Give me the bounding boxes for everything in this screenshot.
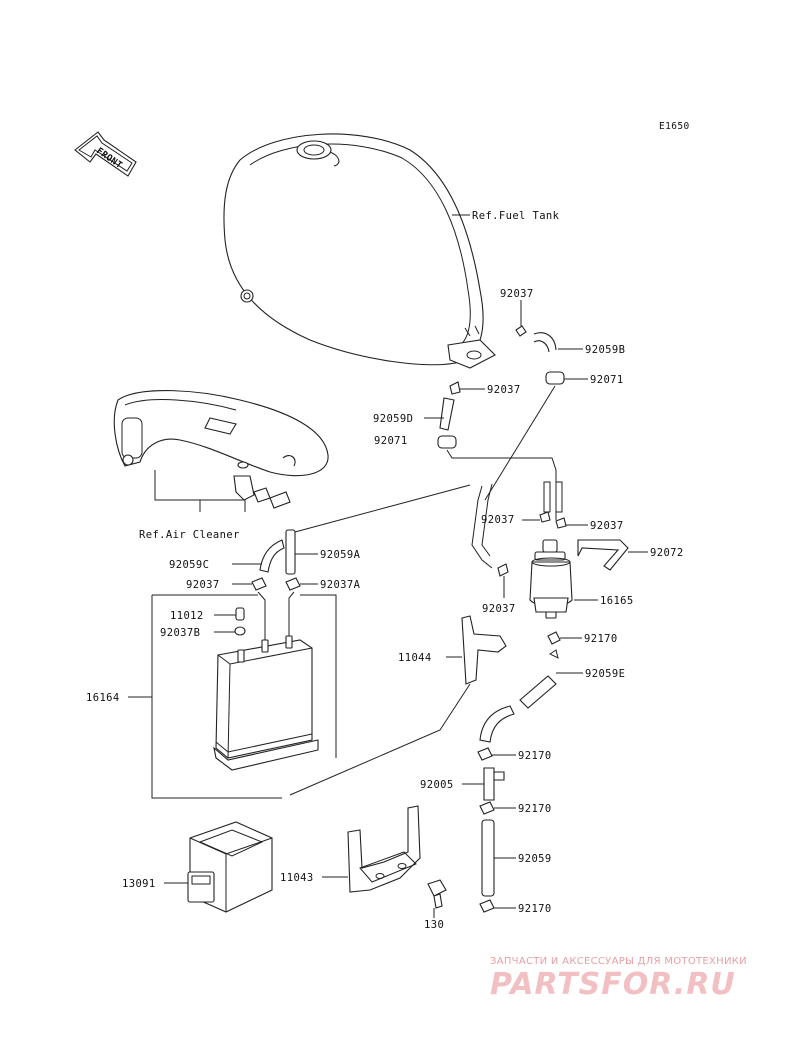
part-92037-b: 92037 — [487, 384, 521, 396]
air-cleaner — [113, 390, 329, 509]
ref-fuel-tank-label: Ref.Fuel Tank — [472, 210, 560, 222]
part-92037-d: 92037 — [590, 520, 624, 532]
diagram-code: E1650 — [659, 121, 690, 132]
part-92037-f: 92037 — [482, 603, 516, 615]
canister-bracket — [347, 805, 421, 893]
canister — [213, 591, 319, 771]
part-92170-b: 92170 — [518, 750, 552, 762]
ref-air-cleaner-label: Ref.Air Cleaner — [139, 529, 240, 541]
fuel-tank — [223, 133, 496, 369]
part-92037-top: 92037 — [500, 288, 534, 300]
part-16164: 16164 — [86, 692, 120, 704]
part-92037A: 92037A — [320, 579, 361, 591]
part-92059A: 92059A — [320, 549, 361, 561]
part-11012: 11012 — [170, 610, 204, 622]
part-92170-c: 92170 — [518, 803, 552, 815]
watermark-tagline: ЗАПЧАСТИ И АКСЕССУАРЫ ДЛЯ МОТОТЕХНИКИ — [490, 956, 747, 967]
part-92071-right: 92071 — [590, 374, 624, 386]
part-11044: 11044 — [398, 652, 432, 664]
part-92059: 92059 — [518, 853, 552, 865]
fuel-filter — [529, 539, 573, 619]
part-92037B: 92037B — [160, 627, 200, 639]
part-92059C: 92059C — [169, 559, 209, 571]
part-92037-e: 92037 — [186, 579, 220, 591]
watermark-brand: PARTSFOR.RU — [490, 967, 736, 1002]
part-16165: 16165 — [600, 595, 634, 607]
part-92170-a: 92170 — [584, 633, 618, 645]
part-11043: 11043 — [280, 872, 314, 884]
part-92170-d: 92170 — [518, 903, 552, 915]
part-92037-c: 92037 — [481, 514, 515, 526]
part-92059E: 92059E — [585, 668, 625, 680]
part-92072: 92072 — [650, 547, 684, 559]
part-92059D: 92059D — [373, 413, 413, 425]
part-92059B: 92059B — [585, 344, 625, 356]
part-13091: 13091 — [122, 878, 156, 890]
front-arrow-icon: FRONT — [74, 131, 137, 177]
bolt — [427, 879, 447, 909]
part-92071-left: 92071 — [374, 435, 408, 447]
part-130: 130 — [424, 919, 444, 931]
part-92005: 92005 — [420, 779, 454, 791]
canister-cover — [187, 821, 273, 913]
